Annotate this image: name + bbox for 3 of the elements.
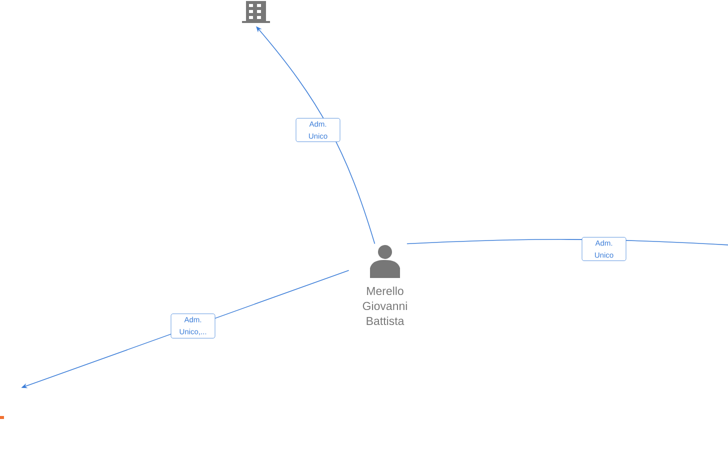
building-icon xyxy=(242,1,270,23)
person-name: Merello Giovanni Battista xyxy=(362,286,407,326)
building-icon xyxy=(0,416,4,419)
